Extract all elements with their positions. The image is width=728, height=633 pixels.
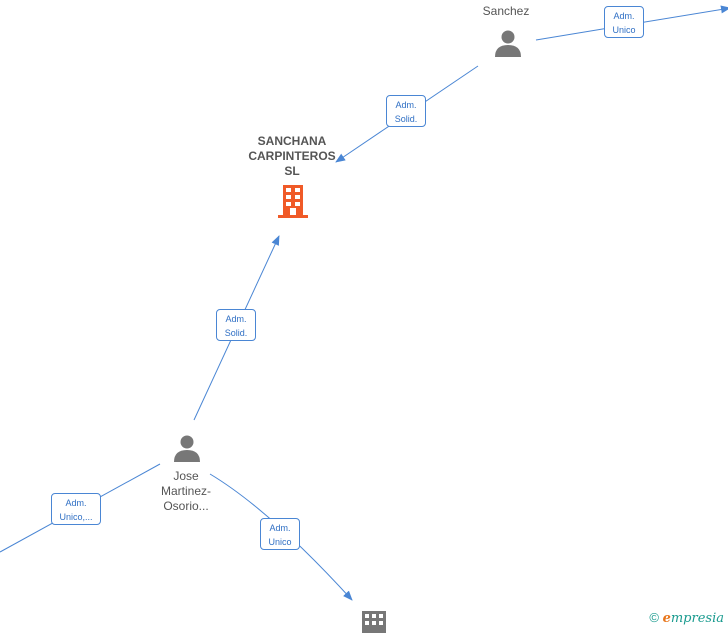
edge-label-adm-solid[interactable]: Adm. Solid. (386, 95, 426, 127)
edge-label-adm-unico-more[interactable]: Adm. Unico,... (51, 493, 101, 525)
edge-label-adm-unico[interactable]: Adm. Unico (604, 6, 644, 38)
empresia-logo: © empresia (649, 610, 724, 626)
person-icon[interactable] (494, 29, 522, 57)
building-icon[interactable] (278, 185, 308, 219)
node-label-sanchez[interactable]: Sanchez (482, 4, 530, 18)
person-icon[interactable] (173, 434, 201, 462)
building-icon[interactable] (362, 611, 386, 633)
edge-label-adm-solid[interactable]: Adm. Solid. (216, 309, 256, 341)
edge-label-adm-unico[interactable]: Adm. Unico (260, 518, 300, 550)
node-label-jose[interactable]: Jose Martinez- Osorio... (160, 469, 211, 513)
node-label-company[interactable]: SANCHANA CARPINTEROS SL (248, 134, 336, 178)
